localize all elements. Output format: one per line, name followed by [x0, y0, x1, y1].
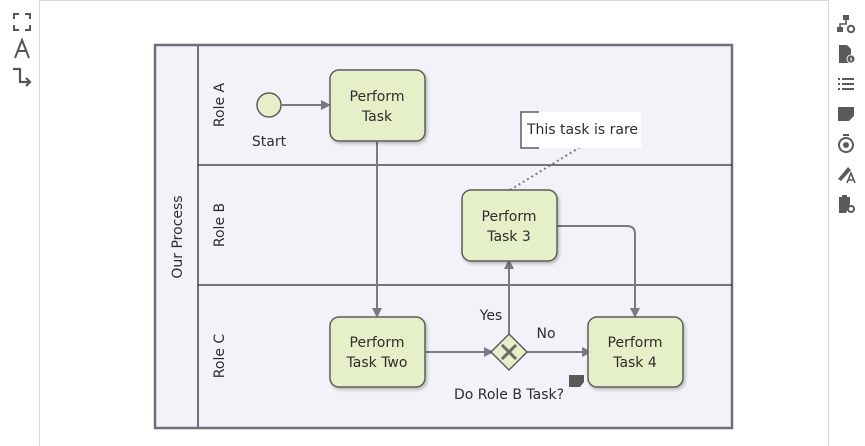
- task-label: Task 4: [612, 355, 657, 371]
- flow-task-3-to-task-4[interactable]: [557, 225, 640, 318]
- text-icon[interactable]: [10, 37, 34, 61]
- right-toolbar: [828, 0, 865, 446]
- start-event[interactable]: [256, 92, 282, 118]
- left-toolbar: [0, 0, 40, 446]
- timer-settings-icon[interactable]: [836, 134, 856, 154]
- canvas-top-border: [40, 0, 828, 1]
- task-label: Perform: [350, 335, 405, 351]
- lane-label-role-a: Role A: [212, 82, 228, 127]
- note-icon[interactable]: [836, 104, 856, 124]
- task-label: Perform: [608, 335, 663, 351]
- list-icon[interactable]: [836, 74, 856, 94]
- hierarchy-settings-icon[interactable]: [836, 14, 856, 34]
- lane-role-c[interactable]: Role C: [212, 334, 228, 379]
- gateway-label: Do Role B Task?: [454, 387, 564, 403]
- task-label: Task 3: [486, 229, 531, 245]
- text-annotation[interactable]: This task is rare: [520, 111, 641, 149]
- fit-screen-icon[interactable]: [10, 10, 34, 34]
- connector-icon[interactable]: [10, 64, 34, 88]
- flow-no-label: No: [536, 326, 555, 342]
- exclusive-gateway[interactable]: [489, 332, 529, 372]
- task-label: Perform: [482, 209, 537, 225]
- lane-label-role-c: Role C: [212, 334, 228, 379]
- start-label: Start: [252, 134, 287, 150]
- task-perform-task-4[interactable]: Perform Task 4: [587, 316, 684, 388]
- lane-role-a[interactable]: Role A: [212, 82, 228, 127]
- sequence-flows: [282, 100, 640, 357]
- note-icon[interactable]: [569, 375, 584, 387]
- document-info-icon[interactable]: [836, 44, 856, 64]
- pool-label: Our Process: [170, 195, 186, 278]
- gateway-x-icon: [500, 343, 518, 361]
- task-label: Task Two: [346, 355, 408, 371]
- task-perform-task-two[interactable]: Perform Task Two: [329, 316, 426, 388]
- annotation-association[interactable]: [509, 145, 583, 191]
- task-label: Task: [361, 109, 393, 125]
- task-label: Perform: [350, 89, 405, 105]
- lane-role-b[interactable]: Role B: [212, 203, 228, 247]
- flow-yes-label: Yes: [479, 308, 503, 324]
- format-paint-icon[interactable]: [836, 164, 856, 184]
- clipboard-settings-icon[interactable]: [836, 194, 856, 214]
- lane-label-role-b: Role B: [212, 203, 228, 247]
- task-perform-task-3[interactable]: Perform Task 3: [461, 189, 558, 262]
- annotation-text: This task is rare: [526, 122, 638, 138]
- task-perform-task[interactable]: Perform Task: [329, 69, 426, 142]
